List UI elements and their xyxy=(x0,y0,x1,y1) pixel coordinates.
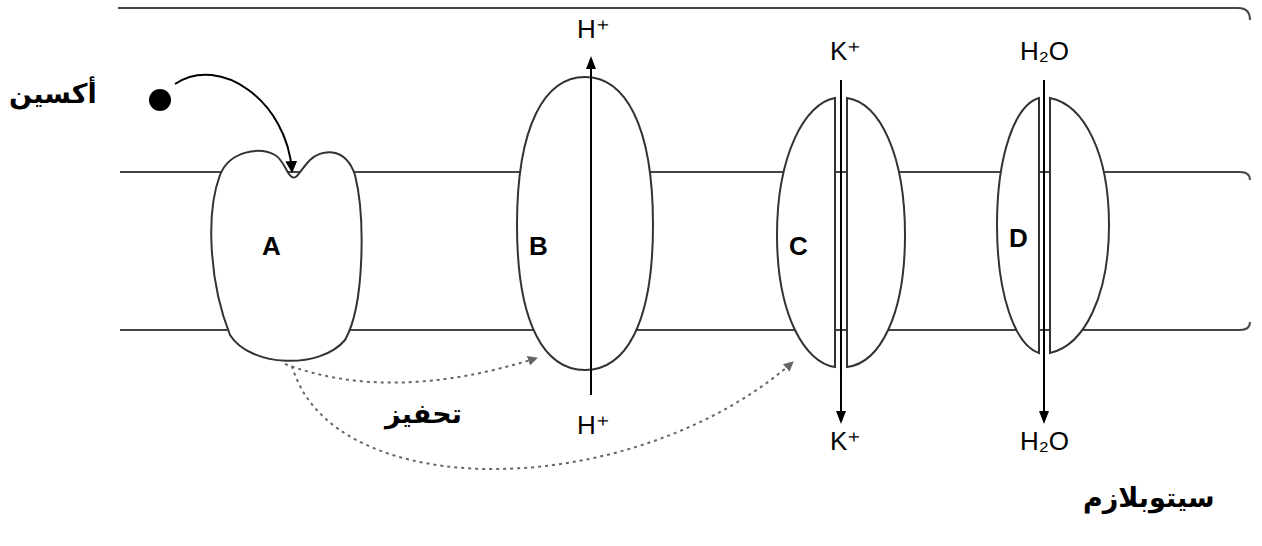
region-label: سيتوبلازم xyxy=(1080,482,1218,514)
membrane-protein: C xyxy=(775,95,907,370)
water-arrow xyxy=(1043,80,1045,418)
ion-label: K⁺ xyxy=(830,38,861,64)
ion-label: H⁺ xyxy=(577,16,610,42)
protein-letter: A xyxy=(262,233,281,259)
ion-label: K⁺ xyxy=(830,428,861,454)
protein-outline xyxy=(515,75,655,372)
ion-label: H⁺ xyxy=(577,412,610,438)
stimulation-arrow xyxy=(292,362,793,469)
membrane-protein: D xyxy=(995,95,1112,357)
auxin-molecule: أكسين xyxy=(5,72,185,128)
ion-label: H₂O xyxy=(1020,38,1069,64)
stimulation-arrow xyxy=(285,358,537,383)
membrane-protein: A xyxy=(200,105,365,367)
protein-outline xyxy=(200,105,365,367)
protein-letter: D xyxy=(1009,225,1028,251)
ion-label: H₂O xyxy=(1020,428,1069,454)
edge-label: تحفيز xyxy=(382,398,465,430)
cell-wall-line xyxy=(118,8,1250,20)
molecule-label: أكسين xyxy=(9,78,97,110)
membrane-protein: B xyxy=(515,75,655,372)
protein-letter: C xyxy=(789,233,808,259)
potassium-arrow xyxy=(840,80,842,418)
protein-letter: B xyxy=(529,233,548,259)
